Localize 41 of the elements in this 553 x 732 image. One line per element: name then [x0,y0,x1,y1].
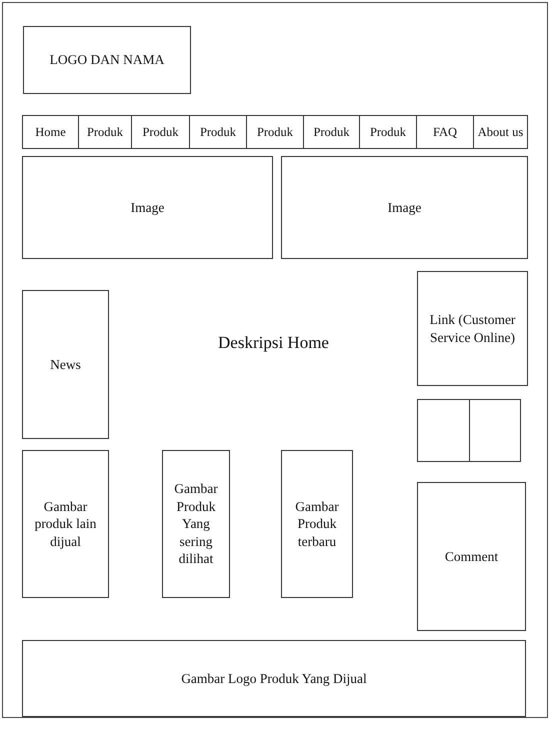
nav-item [303,115,360,149]
box-text: Produk [256,124,294,140]
box-text: Produk [370,124,406,140]
box-text: Home [35,124,66,140]
nav-item [131,115,190,149]
content-box [23,26,191,94]
nav-item [246,115,304,149]
content-box [281,450,353,598]
empty-box [469,399,521,462]
nav-item [359,115,417,149]
box-text: Produk [142,124,179,140]
content-box [162,450,230,598]
box-text: Produk [200,124,236,140]
box-text: Image [388,198,422,216]
empty-box [417,399,470,462]
content-box [417,482,526,631]
nav-item [416,115,474,149]
box-text: Comment [444,548,498,566]
section-heading: Deskripsi Home [218,333,329,353]
content-box [22,450,109,598]
box-text: Produk [313,124,350,140]
box-text: Gambar Logo Produk Yang Dijual [181,670,367,688]
box-text: FAQ [432,124,458,140]
box-text: Image [130,198,164,216]
image-panel [22,156,273,259]
nav-item [473,115,528,149]
content-box [417,271,528,386]
nav-item [189,115,247,149]
content-box [22,290,109,439]
box-text: News [50,356,81,374]
nav-item [22,115,79,149]
box-text: LOGO DAN NAMA [50,51,164,69]
box-text: Gambar produk lain dijual [34,498,98,550]
nav-item [78,115,132,149]
image-panel [281,156,528,259]
box-text: Gambar Produk Yang sering dilihat [173,480,219,568]
box-text: Link (Customer Service Online) [428,310,516,346]
box-text: Gambar Produk terbaru [294,498,340,550]
box-text: Produk [86,124,124,140]
box-text: About us [478,124,524,140]
content-box [22,640,526,717]
